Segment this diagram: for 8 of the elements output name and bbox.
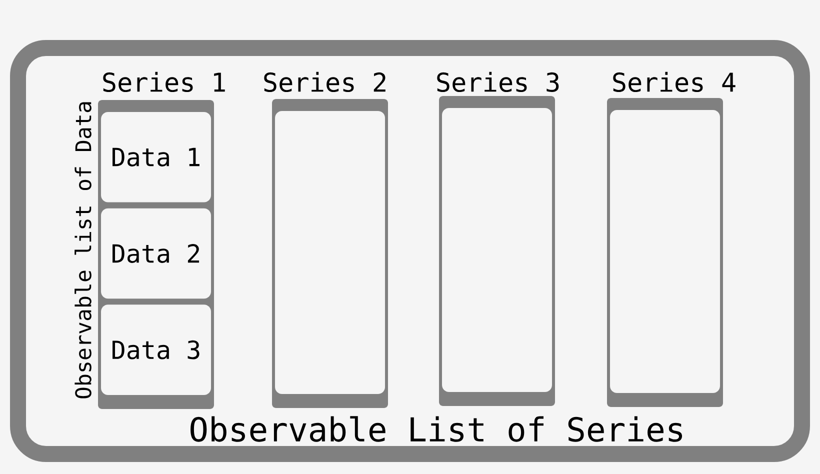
data-box: Data 3	[101, 304, 211, 395]
column-heading: Series 1	[103, 72, 225, 92]
column-heading: Series 4	[613, 72, 736, 92]
data-box: Data 1	[101, 112, 211, 202]
vertical-label: Observable list of Data	[74, 102, 92, 398]
column-heading: Series 2	[264, 72, 386, 92]
column-heading: Series 3	[437, 72, 559, 92]
data-box: Data 2	[101, 208, 211, 299]
